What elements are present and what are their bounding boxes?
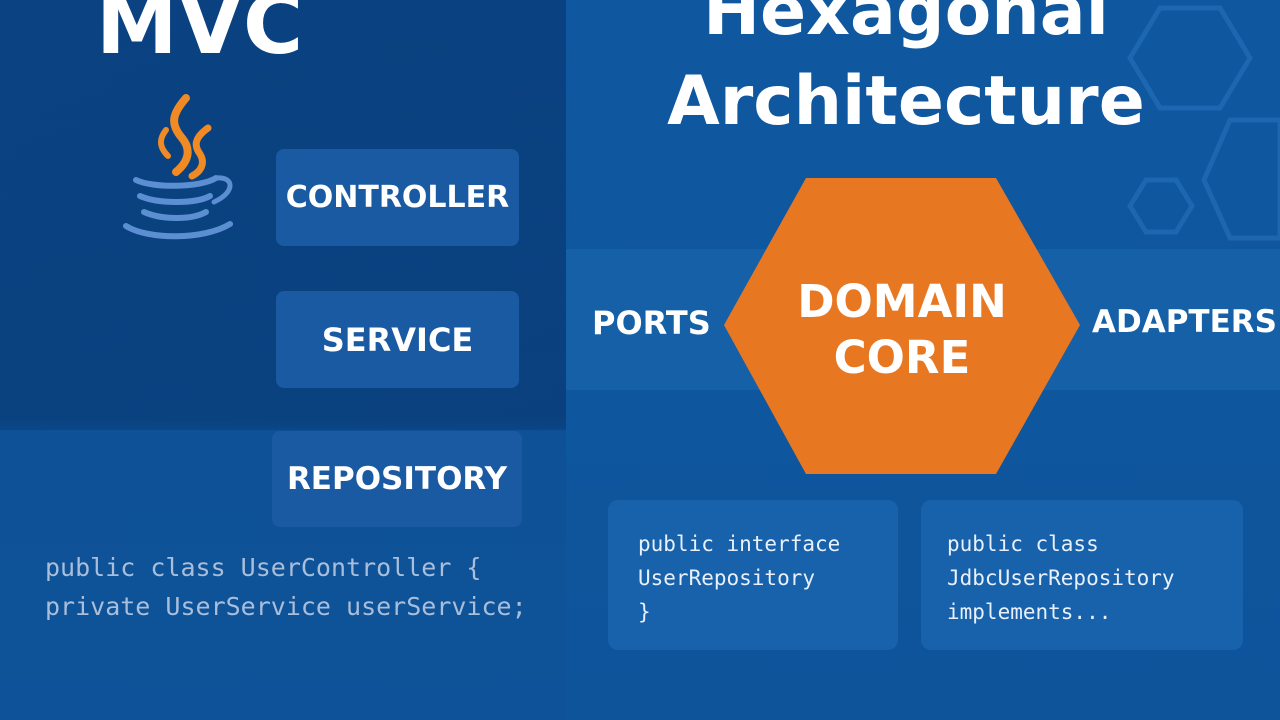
domain-core-hexagon	[724, 178, 1080, 474]
domain-core-label: DOMAIN CORE	[724, 274, 1080, 386]
core-label-line1: DOMAIN	[797, 275, 1007, 328]
code-line: }	[638, 600, 651, 624]
code-line: UserRepository	[638, 566, 816, 590]
adapters-label: ADAPTERS	[1092, 304, 1277, 340]
mvc-code-line: public class UserController {	[45, 553, 482, 582]
code-line: implements...	[947, 600, 1112, 624]
code-line: JdbcUserRepository	[947, 566, 1175, 590]
core-label-line2: CORE	[833, 331, 971, 384]
hexagonal-title-line1: Hexagonal	[703, 0, 1109, 51]
code-line: public interface	[638, 532, 841, 556]
ports-label: PORTS	[592, 304, 711, 342]
repository-layer-box: REPOSITORY	[272, 431, 522, 527]
decorative-hexagons-icon	[1127, 5, 1280, 241]
mvc-title: MVC	[96, 0, 305, 73]
hexagonal-title: Hexagonal Architecture	[566, 0, 1246, 142]
mvc-code-line: private UserService userService;	[45, 592, 527, 621]
hexagonal-title-line2: Architecture	[667, 62, 1145, 141]
controller-layer-box: CONTROLLER	[276, 149, 519, 246]
java-logo-icon	[123, 94, 233, 240]
service-layer-box: SERVICE	[276, 291, 519, 388]
code-line: public class	[947, 532, 1099, 556]
mvc-code-snippet: public class UserController { private Use…	[45, 548, 527, 626]
